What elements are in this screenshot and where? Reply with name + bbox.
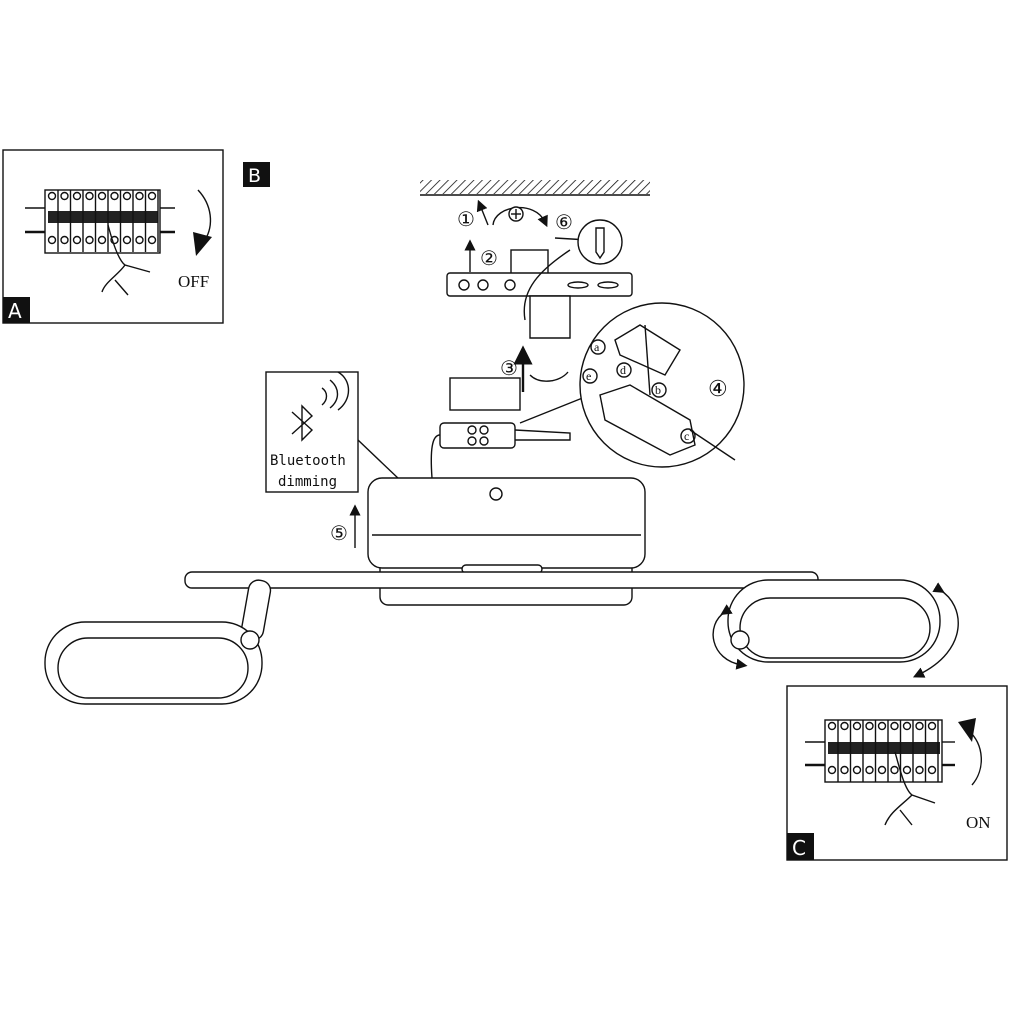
terminal-screw-icon	[85, 191, 94, 201]
terminal-screw-icon	[840, 721, 849, 731]
terminal-screw-icon	[827, 721, 837, 731]
step-1: ①	[457, 209, 475, 231]
breaker-box-icon	[805, 719, 955, 783]
terminal-screw-icon	[60, 235, 69, 245]
terminal-screw-icon	[927, 765, 937, 775]
connector-block	[439, 422, 516, 449]
terminal-screw-icon	[97, 191, 107, 201]
bluetooth-label: Bluetooth	[270, 453, 346, 469]
letter-d: d	[620, 363, 626, 377]
terminal-screw-icon	[122, 235, 132, 245]
terminal-screw-icon	[110, 235, 119, 245]
arrow-head-icon	[958, 718, 976, 742]
dimming-label: dimming	[278, 474, 337, 490]
terminal-screw-icon	[85, 235, 94, 245]
terminal-cover	[449, 377, 521, 411]
step-3: ③	[500, 358, 518, 380]
signal-waves-icon	[321, 371, 350, 411]
terminal-screw-icon	[890, 721, 899, 731]
right-spotlight	[712, 579, 959, 678]
wall-plug-detail	[577, 219, 623, 265]
ceiling-hatch	[420, 180, 650, 194]
letter-b: b	[655, 383, 661, 397]
step-5: ⑤	[330, 523, 348, 545]
panel-a-label: A	[8, 299, 22, 323]
terminal-screw-icon	[47, 191, 57, 201]
terminal-screw-icon	[97, 235, 107, 245]
rotate-arrow-icon	[912, 582, 959, 678]
terminal-screw-icon	[915, 721, 924, 731]
terminal-screw-icon	[877, 721, 887, 731]
mounting-bracket	[446, 272, 633, 297]
off-label: OFF	[178, 272, 209, 291]
bluetooth-callout: Bluetooth dimming	[265, 371, 401, 493]
terminal-screw-icon	[852, 765, 862, 775]
terminal-screw-icon	[852, 721, 862, 731]
breaker-box-icon	[25, 189, 175, 254]
on-label: ON	[966, 813, 991, 832]
step-2: ②	[480, 248, 498, 270]
arrow-head-icon	[193, 232, 212, 256]
terminal-screw-icon	[890, 765, 899, 775]
rotate-down-arrow-icon	[197, 189, 212, 241]
terminal-screw-icon	[865, 765, 874, 775]
terminal-screw-icon	[135, 235, 144, 245]
step-6: ⑥	[555, 212, 573, 234]
panel-b-label: B	[248, 165, 261, 187]
lamp-bar	[184, 571, 819, 589]
letter-c: c	[684, 429, 689, 443]
terminal-screw-icon	[840, 765, 849, 775]
panel-c-switch-on: ON C	[786, 685, 1008, 861]
terminal-screw-icon	[147, 235, 157, 245]
cable	[523, 249, 571, 321]
step-4: ④	[708, 376, 728, 401]
terminal-screw-icon	[72, 235, 82, 245]
terminal-screw-icon	[47, 235, 57, 245]
tilt-arrow-icon	[712, 604, 748, 670]
panel-c-label: C	[792, 836, 806, 860]
hand-icon	[101, 224, 151, 296]
terminal-screw-icon	[122, 191, 132, 201]
terminal-screw-icon	[110, 191, 119, 201]
terminal-screw-icon	[827, 765, 837, 775]
left-spotlight	[44, 579, 272, 705]
panel-a-switch-off: OFF A	[2, 149, 224, 324]
hand-icon	[884, 751, 936, 826]
terminal-screw-icon	[927, 721, 937, 731]
bluetooth-icon	[291, 404, 314, 442]
terminal-screw-icon	[902, 721, 912, 731]
terminal-screw-icon	[135, 191, 144, 201]
detail-4-wiring: a e d b c ④	[579, 302, 745, 468]
terminal-screw-icon	[147, 191, 157, 201]
terminal-screw-icon	[877, 765, 887, 775]
terminal-screw-icon	[72, 191, 82, 201]
terminal-screw-icon	[865, 721, 874, 731]
letter-a: a	[594, 340, 600, 354]
terminal-screw-icon	[902, 765, 912, 775]
terminal-screw-icon	[915, 765, 924, 775]
terminal-screw-icon	[60, 191, 69, 201]
letter-e: e	[586, 369, 591, 383]
